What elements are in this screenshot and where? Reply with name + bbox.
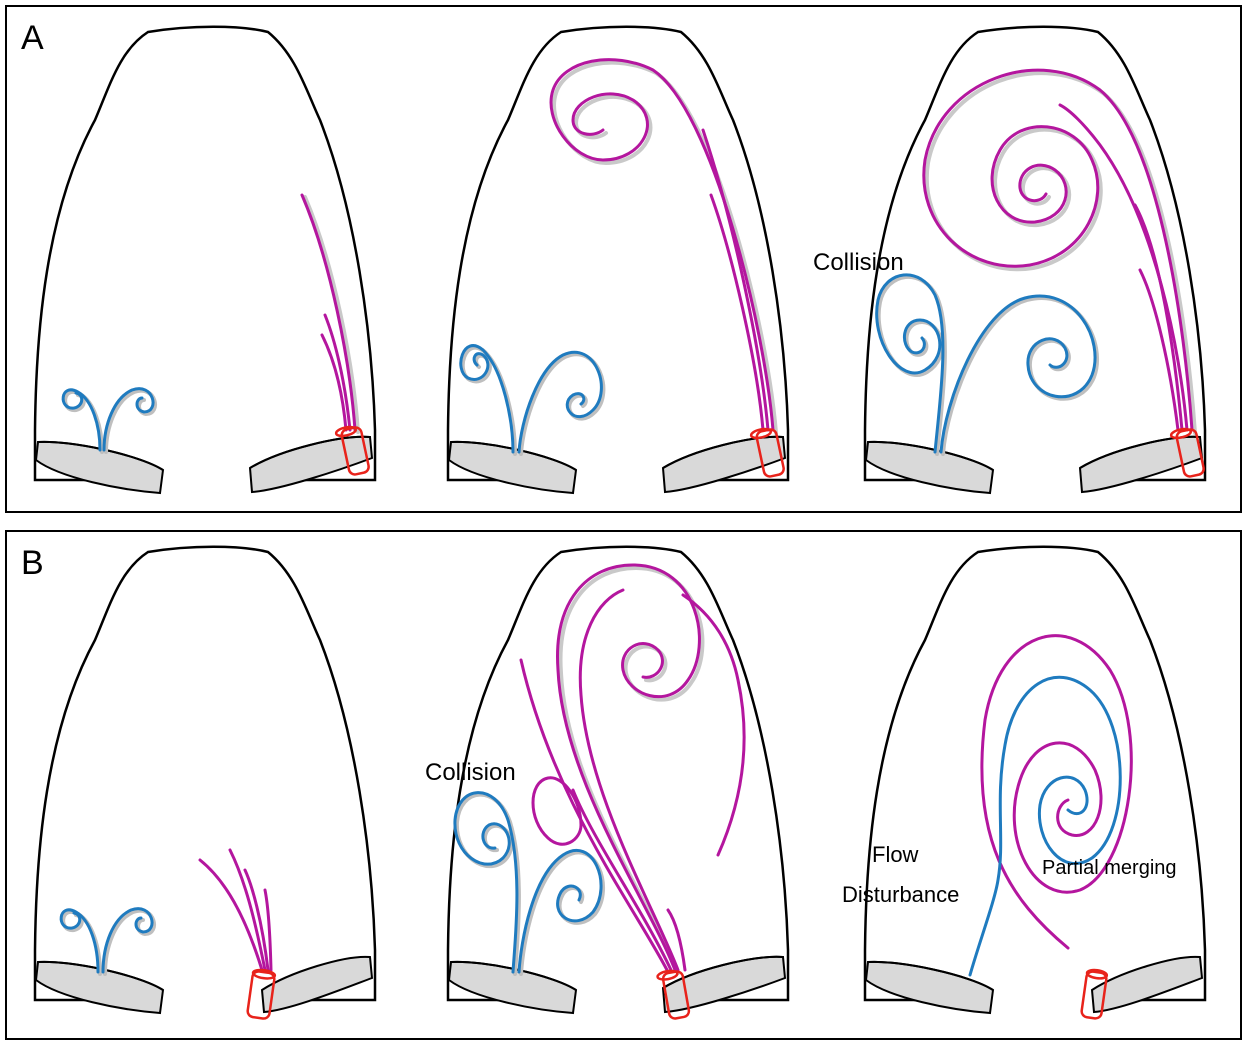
- mitral-valve-leaflet: [865, 960, 994, 1014]
- valve-leaflet: [662, 435, 786, 493]
- mitral-valve-leaflet: [865, 440, 994, 494]
- annotation-disturbance: Disturbance: [842, 882, 959, 907]
- panel-b-letter: B: [21, 544, 44, 582]
- cannula: [1080, 968, 1109, 1020]
- annotation-collision: Collision: [813, 249, 904, 276]
- ventricle-outline: [863, 545, 1207, 1002]
- inflow-vortex-pair: [875, 273, 1100, 456]
- panel-b-stage-1: [33, 545, 377, 1020]
- panel-a-stage-1: [33, 25, 377, 494]
- jet-vortex: [980, 634, 1133, 950]
- inflow-streamline: [968, 675, 1122, 977]
- jet-vortex: [549, 58, 778, 435]
- inflow-vortex-pair: [453, 791, 605, 976]
- annotation-flow: Flow: [872, 842, 919, 867]
- cannula: [749, 427, 785, 478]
- valve-leaflet: [662, 955, 786, 1013]
- jet-vortex: [922, 68, 1197, 435]
- valve-leaflet: [1079, 435, 1203, 493]
- jet-streamlines: [198, 848, 273, 972]
- inflow-vortex-pair: [61, 387, 157, 454]
- valve-leaflet: [1090, 955, 1204, 1014]
- panel-b-stage-2: Collision: [425, 545, 790, 1020]
- panel-a-letter: A: [21, 19, 44, 57]
- jet-streamlines: [300, 193, 360, 434]
- panel-a: A: [5, 5, 1242, 513]
- cannula: [1169, 427, 1205, 478]
- annotation-partial-merging: Partial merging: [1042, 857, 1177, 879]
- panel-a-stage-3: Collision: [813, 25, 1207, 494]
- inflow-vortex-pair: [59, 907, 156, 976]
- collision-loop: [531, 776, 583, 846]
- inflow-vortex-pair: [459, 344, 606, 456]
- jet-vortex: [519, 563, 746, 975]
- cannula: [334, 425, 370, 476]
- annotation-collision: Collision: [425, 759, 516, 786]
- panel-b-stage-3: Flow Disturbance Partial merging: [842, 545, 1207, 1020]
- cannula: [246, 968, 277, 1020]
- ventricle-outline: [33, 545, 377, 1002]
- cannula: [656, 969, 691, 1020]
- valve-leaflet: [260, 955, 374, 1014]
- panel-b: B: [5, 530, 1242, 1040]
- valve-leaflet: [249, 435, 373, 493]
- panel-a-stage-2: [446, 25, 790, 494]
